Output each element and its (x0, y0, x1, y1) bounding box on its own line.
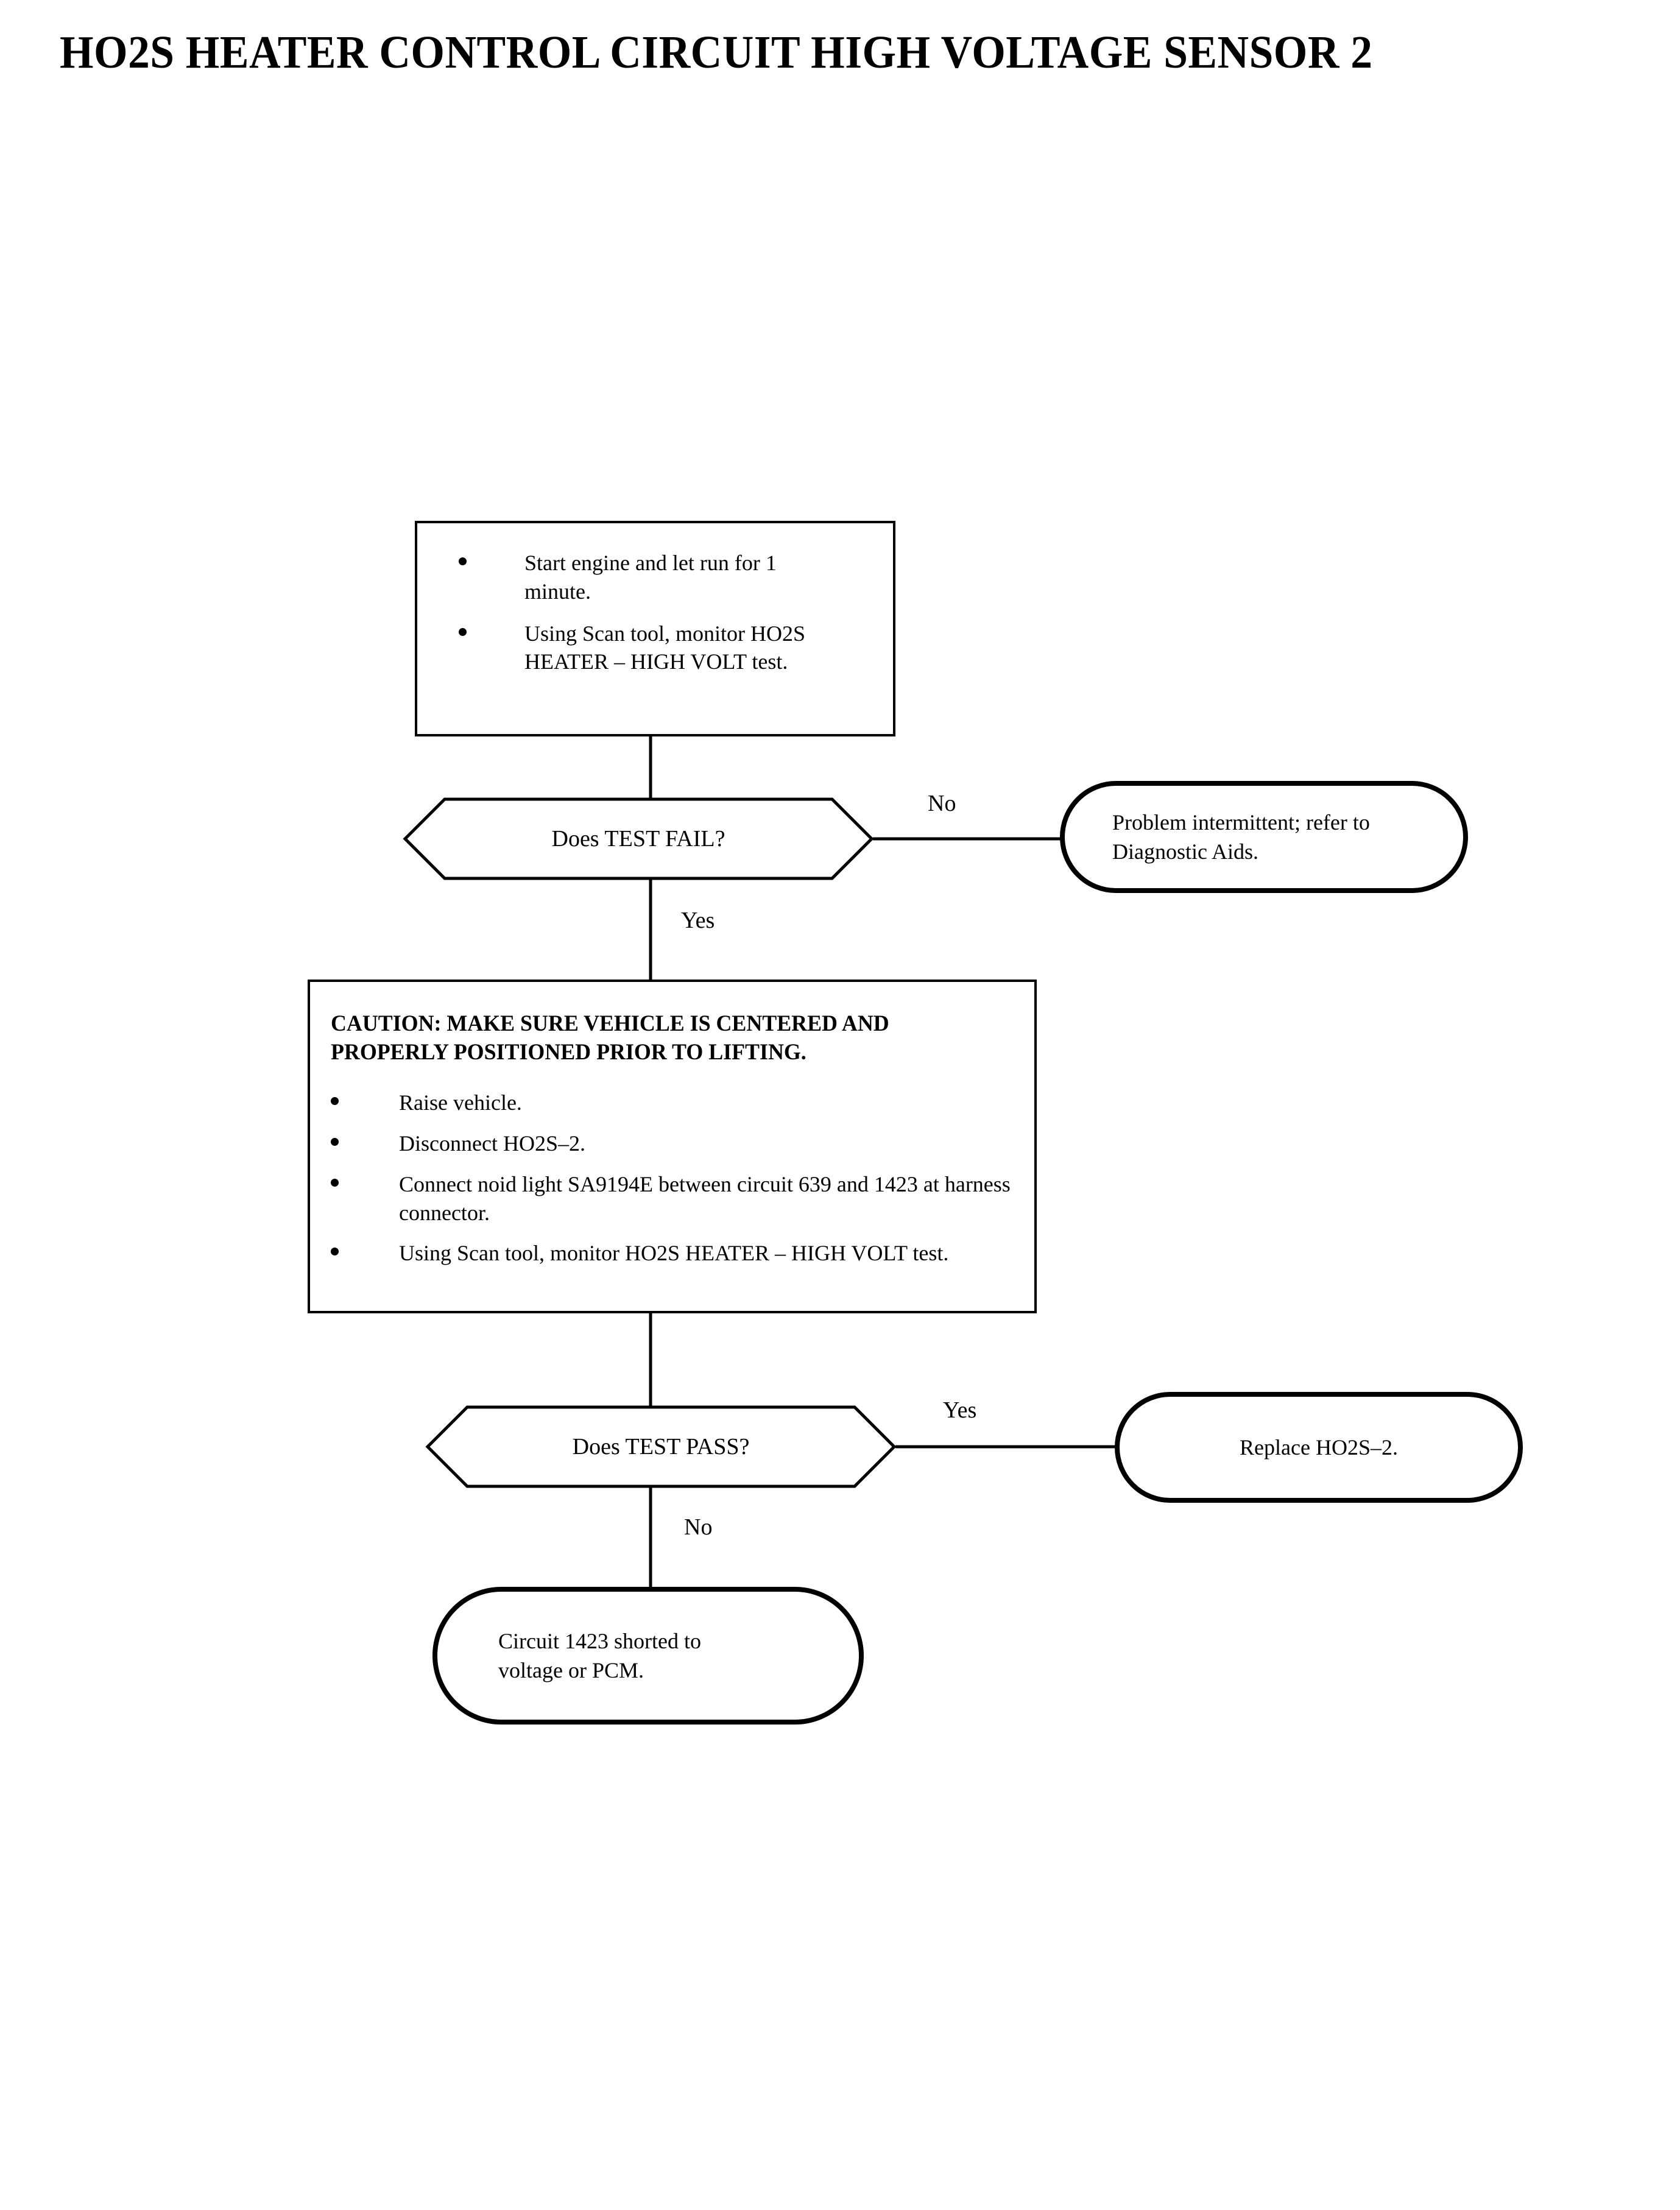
caution-heading: CAUTION: MAKE SURE VEHICLE IS CENTERED A… (331, 1011, 889, 1065)
node-terminator-replace: Replace HO2S–2. (1115, 1392, 1523, 1503)
decision-label: Does TEST FAIL? (551, 826, 725, 852)
terminator-text: Problem intermittent; refer to Diagnosti… (1112, 810, 1370, 864)
bullet-icon (459, 557, 467, 565)
bullet-icon (331, 1138, 339, 1146)
hexagon-shape (403, 797, 874, 880)
node-initial-test: Start engine and let run for 1 minute. U… (415, 521, 895, 736)
bullet-icon (459, 627, 467, 636)
list-item: Using Scan tool, monitor HO2S HEATER – H… (459, 620, 824, 677)
node-terminator-intermittent: Problem intermittent; refer to Diagnosti… (1060, 781, 1468, 893)
terminator-text: Replace HO2S–2. (1240, 1435, 1398, 1460)
list-item: Raise vehicle. (331, 1089, 1013, 1117)
list-item-label: Using Scan tool, monitor HO2S HEATER – H… (524, 621, 806, 674)
list-item: Connect noid light SA9194E between circu… (331, 1170, 1013, 1227)
page-title: HO2S HEATER CONTROL CIRCUIT HIGH VOLTAGE… (60, 27, 1373, 78)
list-item-label: Raise vehicle. (399, 1090, 522, 1115)
decision-label: Does TEST PASS? (572, 1434, 750, 1460)
list-item-label: Disconnect HO2S–2. (399, 1131, 585, 1156)
hexagon-shape (425, 1405, 897, 1488)
edge-label-yes-2: Yes (943, 1397, 977, 1423)
caution-bullet-list: Raise vehicle. Disconnect HO2S–2. Connec… (331, 1089, 1013, 1268)
initial-test-bullet-list: Start engine and let run for 1 minute. U… (459, 549, 824, 676)
edge-label-no-1: No (928, 791, 956, 816)
list-item-label: Connect noid light SA9194E between circu… (399, 1171, 1011, 1225)
list-item-label: Start engine and let run for 1 minute. (524, 551, 777, 604)
list-item: Start engine and let run for 1 minute. (459, 549, 824, 606)
list-item-label: Using Scan tool, monitor HO2S HEATER – H… (399, 1241, 949, 1266)
node-decision-test-pass: Does TEST PASS? (425, 1405, 897, 1488)
node-caution-step: CAUTION: MAKE SURE VEHICLE IS CENTERED A… (308, 980, 1037, 1313)
bullet-icon (331, 1178, 339, 1187)
edge-label-no-2: No (684, 1514, 713, 1540)
list-item: Using Scan tool, monitor HO2S HEATER – H… (331, 1239, 1013, 1268)
bullet-icon (331, 1097, 339, 1106)
bullet-icon (331, 1248, 339, 1256)
edge-label-yes-1: Yes (681, 908, 715, 933)
node-terminator-shorted: Circuit 1423 shorted to voltage or PCM. (432, 1587, 864, 1725)
terminator-text: Circuit 1423 shorted to voltage or PCM. (498, 1628, 701, 1682)
node-decision-test-fail: Does TEST FAIL? (403, 797, 874, 880)
list-item: Disconnect HO2S–2. (331, 1129, 1013, 1158)
